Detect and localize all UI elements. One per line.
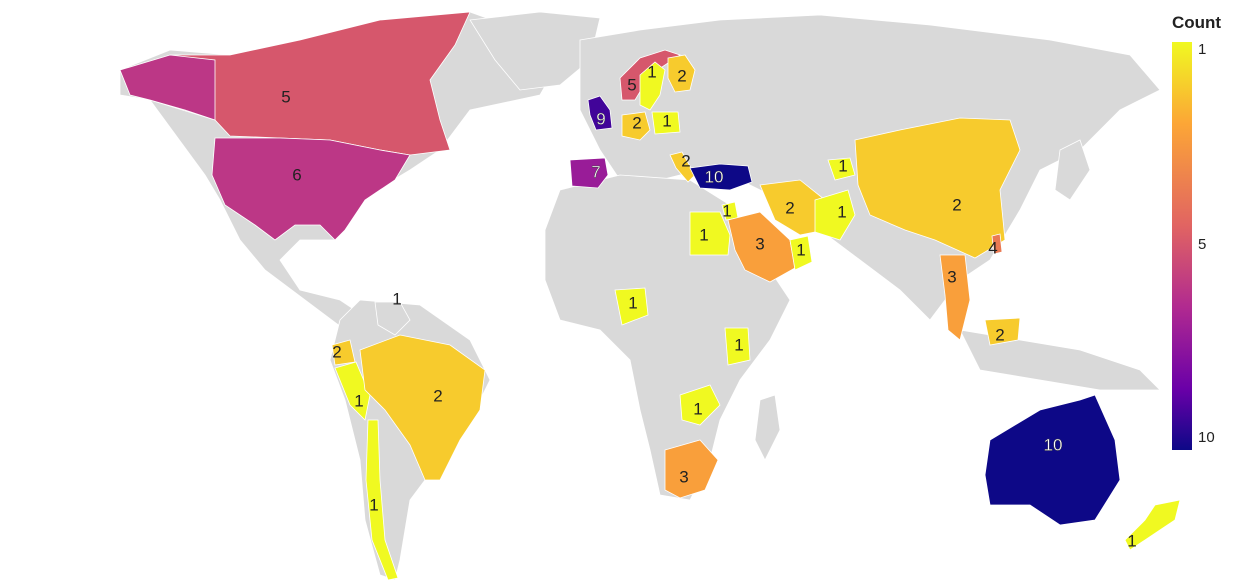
country-saudi-arabia[interactable] bbox=[727, 211, 796, 283]
count-label-canada: 5 bbox=[281, 87, 290, 106]
country-pakistan[interactable] bbox=[814, 189, 856, 241]
country-shapes bbox=[119, 11, 1181, 581]
country-new-zealand[interactable] bbox=[1124, 499, 1181, 551]
country-chile[interactable] bbox=[365, 419, 399, 581]
count-label-egypt: 1 bbox=[699, 225, 708, 244]
country-peru[interactable] bbox=[334, 361, 371, 421]
count-label-thailand: 3 bbox=[947, 267, 956, 286]
count-label-pakistan: 1 bbox=[837, 202, 846, 221]
country-canada[interactable] bbox=[149, 11, 471, 156]
country-colombia[interactable] bbox=[374, 301, 411, 336]
count-label-spain: 7 bbox=[591, 162, 600, 181]
country-brazil[interactable] bbox=[359, 334, 486, 481]
land-greenland bbox=[469, 11, 601, 91]
count-label-chile: 1 bbox=[369, 495, 378, 514]
count-label-norway: 5 bbox=[627, 75, 636, 94]
count-label-australia: 10 bbox=[1044, 435, 1063, 454]
country-sweden[interactable] bbox=[639, 61, 666, 111]
country-china[interactable] bbox=[854, 117, 1021, 259]
country-zambia[interactable] bbox=[679, 384, 721, 426]
count-label-poland: 1 bbox=[662, 111, 671, 130]
country-spain[interactable] bbox=[569, 157, 609, 189]
count-label-ecuador: 2 bbox=[332, 342, 341, 361]
country-egypt[interactable] bbox=[689, 211, 731, 256]
land-japan bbox=[1054, 139, 1091, 201]
count-label-germany: 2 bbox=[632, 113, 641, 132]
country-uae[interactable] bbox=[789, 235, 813, 271]
count-label-new-zealand: 1 bbox=[1127, 531, 1136, 550]
count-label-saudi-arabia: 3 bbox=[755, 234, 764, 253]
count-label-united-kingdom: 9 bbox=[596, 109, 605, 128]
count-label-china: 2 bbox=[952, 195, 961, 214]
count-label-south-africa: 3 bbox=[679, 467, 688, 486]
count-label-taiwan: 4 bbox=[988, 238, 997, 257]
count-label-uae: 1 bbox=[796, 240, 805, 259]
country-south-africa[interactable] bbox=[664, 439, 719, 499]
legend-title: Count bbox=[1172, 13, 1221, 32]
color-legend: Count 1 5 10 bbox=[1172, 13, 1221, 450]
country-nigeria[interactable] bbox=[614, 287, 649, 326]
country-poland[interactable] bbox=[651, 111, 681, 135]
country-italy[interactable] bbox=[669, 151, 696, 183]
count-label-nigeria: 1 bbox=[628, 293, 637, 312]
country-turkey[interactable] bbox=[689, 163, 753, 191]
count-label-iran: 2 bbox=[785, 198, 794, 217]
legend-tick-min: 1 bbox=[1198, 41, 1206, 58]
count-label-finland: 2 bbox=[677, 66, 686, 85]
count-label-italy: 2 bbox=[681, 151, 690, 170]
country-finland[interactable] bbox=[667, 54, 696, 93]
count-label-turkey: 10 bbox=[705, 167, 724, 186]
legend-tick-mid: 5 bbox=[1198, 236, 1206, 253]
country-taiwan[interactable] bbox=[991, 233, 1003, 255]
country-australia[interactable] bbox=[984, 394, 1121, 526]
count-label-colombia: 1 bbox=[392, 289, 401, 308]
legend-color-bar bbox=[1172, 42, 1192, 450]
country-germany[interactable] bbox=[621, 111, 651, 141]
count-label-peru: 1 bbox=[354, 391, 363, 410]
count-label-zambia: 1 bbox=[693, 399, 702, 418]
country-thailand[interactable] bbox=[939, 254, 971, 341]
legend-tick-max: 10 bbox=[1198, 429, 1215, 446]
country-kenya[interactable] bbox=[724, 327, 751, 366]
count-label-afghanistan: 1 bbox=[838, 156, 847, 175]
country-alaska[interactable] bbox=[119, 54, 216, 121]
count-label-kenya: 1 bbox=[734, 335, 743, 354]
count-label-jordan: 1 bbox=[722, 201, 731, 220]
country-united-states[interactable] bbox=[211, 137, 411, 241]
count-label-malaysia: 2 bbox=[995, 325, 1004, 344]
count-label-sweden: 1 bbox=[647, 62, 656, 81]
country-united-kingdom[interactable] bbox=[587, 95, 613, 131]
land-madagascar bbox=[754, 394, 781, 461]
count-label-united-states: 6 bbox=[292, 165, 301, 184]
country-malaysia[interactable] bbox=[984, 317, 1021, 346]
country-afghanistan[interactable] bbox=[827, 157, 856, 181]
land-indonesia bbox=[959, 329, 1161, 391]
count-label-brazil: 2 bbox=[433, 386, 442, 405]
count-labels: 5 6 9 5 1 2 2 1 7 2 10 1 1 3 1 2 1 1 2 4… bbox=[281, 62, 1136, 550]
